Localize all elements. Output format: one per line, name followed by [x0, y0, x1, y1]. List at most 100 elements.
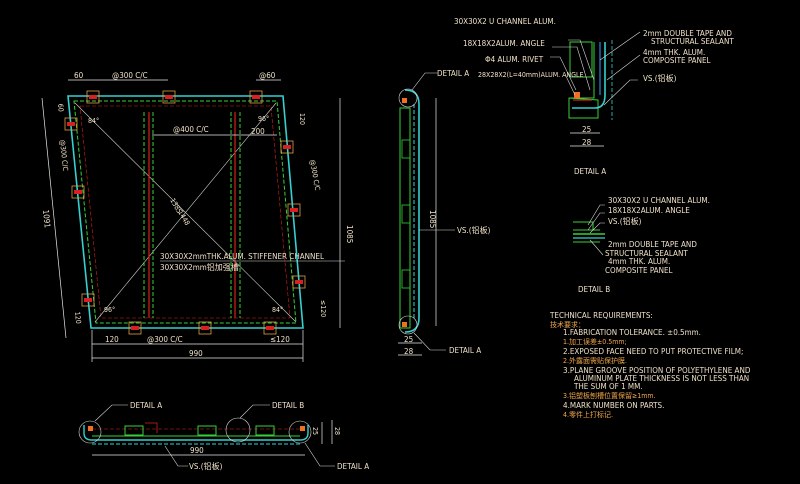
side-dim-25: 25	[404, 335, 413, 344]
detail-a-dim-25: 25	[582, 125, 591, 134]
tech-req-line-4: 4.MARK NUMBER ON PARTS.	[563, 401, 664, 410]
side-detail-a-bottom: DETAIL A	[449, 346, 481, 355]
bracket-clip	[280, 140, 294, 154]
dim-left-60: 60	[56, 103, 65, 112]
detail-a-tape-2: STRUCTURAL SEALANT	[651, 37, 734, 46]
brackets	[64, 90, 306, 335]
angle-bl: 96°	[104, 306, 115, 314]
bracket-clip	[71, 185, 85, 199]
tech-req-line-2: 2.EXPOSED FACE NEED TO PUT PROTECTIVE FI…	[563, 347, 743, 356]
detail-b-tape-2: STRUCTURAL SEALANT	[605, 249, 688, 258]
detail-b-label-angle: 18X18X2ALUM. ANGLE	[608, 206, 690, 215]
bracket-clip	[162, 90, 176, 104]
diagonal-2	[94, 102, 277, 323]
tech-req-line-1: 1.FABRICATION TOLERANCE. ±0.5mm.	[563, 328, 701, 337]
tech-req-line-4-cn: 4.零件上打标记.	[563, 410, 613, 419]
dim-top-spacing: @300 C/C	[112, 71, 148, 80]
detail-a-label-channel: 30X30X2 U CHANNEL ALUM.	[454, 17, 556, 26]
panel-outline	[67, 95, 304, 329]
bracket-rivet	[295, 280, 303, 284]
detail-b-panel-2: COMPOSITE PANEL	[605, 266, 673, 275]
detail-b-title: DETAIL B	[578, 285, 610, 294]
tech-req-title-cn: 技术要求：	[550, 320, 585, 329]
stiffener-left	[143, 112, 154, 318]
detail-a-tape-1: 2mm DOUBLE TAPE AND	[643, 29, 732, 38]
dim-width-990: 990	[189, 349, 203, 358]
detail-a-title: DETAIL A	[574, 167, 606, 176]
dim-right-120: 120	[298, 113, 306, 125]
dim-bottom-120-right: ≤120	[270, 335, 290, 344]
plan-width-990: 990	[190, 446, 204, 455]
dim-bottom-120: 120	[105, 335, 119, 344]
bracket-rivet	[283, 145, 291, 149]
angle-tr: 96°	[258, 115, 269, 123]
dim-top-60: 60	[74, 71, 84, 80]
diag-label-2: 1448	[176, 209, 191, 227]
bracket-rivet	[89, 95, 97, 99]
plan-view: DETAIL A DETAIL B DETAIL A 990 VS.(铝板) 2…	[78, 401, 369, 471]
detail-b: 30X30X2 U CHANNEL ALUM. 18X18X2ALUM. ANG…	[573, 196, 710, 294]
tech-req-line-3b: ALUMINUM PLATE THICKNESS IS NOT LESS THA…	[574, 374, 749, 383]
plan-detail-a-right: DETAIL A	[337, 462, 369, 471]
tech-req-line-1-cn: 1.加工误差±0.5mm;	[563, 337, 627, 346]
frame-outline	[73, 100, 297, 324]
angle-br: 84°	[272, 306, 283, 314]
bracket-rivet	[131, 326, 139, 330]
tech-req-line-3: 3.PLANE GROOVE POSITION OF POLYETHYLENE …	[563, 366, 751, 375]
dim-left-1091: 1091	[41, 209, 52, 228]
detail-a: 30X30X2 U CHANNEL ALUM. 18X18X2ALUM. ANG…	[454, 17, 734, 176]
bracket-rivet	[201, 326, 209, 330]
dim-200: 200	[251, 127, 265, 136]
bracket-clip	[86, 90, 100, 104]
bracket-clip	[292, 275, 306, 289]
stiffener-label-cn: 30X30X2mm铝加强槽	[160, 262, 239, 272]
bracket-clip	[263, 321, 277, 335]
bracket-rivet	[165, 95, 173, 99]
detail-a-panel-2: COMPOSITE PANEL	[643, 56, 711, 65]
dim-height-1085: 1085	[345, 225, 354, 243]
detail-a-vs: VS.(铝板)	[643, 73, 677, 83]
detail-a-label-angle: 18X18X2ALUM. ANGLE	[463, 39, 545, 48]
plan-vs-label: VS.(铝板)	[189, 461, 223, 471]
stiffener-spacing: @400 C/C	[173, 125, 209, 134]
tech-req-line-3-cn: 3.铝塑板刨槽位置保留≥1mm.	[563, 391, 656, 400]
bracket-rivet	[74, 190, 82, 194]
bracket-clip	[81, 293, 95, 307]
bracket-clip	[128, 321, 142, 335]
side-view: 1085 VS.(铝板) DETAIL A 25 28 DETAIL A	[398, 69, 491, 356]
panel-elevation: 60 @300 C/C @60 @400 C/C 200 1085 120 @3…	[41, 71, 354, 362]
bracket-rivet	[84, 298, 92, 302]
side-height-1085: 1085	[428, 210, 437, 228]
dim-top-60-right: @60	[259, 71, 276, 80]
detail-b-label-channel: 30X30X2 U CHANNEL ALUM.	[608, 196, 710, 205]
dim-left-120: 120	[73, 311, 82, 324]
plan-dim-25: 25	[311, 427, 319, 435]
stiffener-right	[230, 112, 241, 318]
side-detail-a-top: DETAIL A	[437, 69, 469, 78]
technical-requirements: TECHNICAL REQUIREMENTS: 技术要求： 1.FABRICAT…	[549, 311, 751, 419]
detail-b-panel-1: 4mm THK. ALUM.	[608, 257, 670, 266]
detail-a-label-rivet: Φ4 ALUM. RIVET	[485, 55, 544, 64]
bracket-clip	[249, 90, 263, 104]
bracket-rivet	[290, 208, 298, 212]
stiffener-label-en: 30X30X2mmTHK.ALUM. STIFFENER CHANNEL	[160, 252, 324, 261]
side-dim-28: 28	[404, 347, 414, 356]
detail-a-label-angle-28: 28X28X2(L=40mm)ALUM. ANGLE	[478, 71, 584, 79]
tech-req-line-2-cn: 2.外露面需贴保护膜.	[563, 356, 627, 365]
dim-right-bottom: ≤120	[319, 300, 327, 317]
detail-a-dim-28: 28	[582, 138, 592, 147]
detail-b-label-vs: VS.(铝板)	[608, 216, 642, 226]
dim-right-spacing: @300 C/C	[308, 159, 321, 192]
plan-detail-b: DETAIL B	[272, 401, 304, 410]
dim-bottom-spacing: @300 C/C	[147, 335, 183, 344]
bracket-rivet	[266, 326, 274, 330]
bracket-clip	[64, 117, 78, 131]
inner-outline	[79, 105, 291, 319]
plan-detail-a-left: DETAIL A	[130, 401, 162, 410]
bracket-clip	[287, 203, 301, 217]
bracket-rivet	[252, 95, 260, 99]
angle-tl: 84°	[88, 117, 99, 125]
dim-left-spacing: @300 C/C	[58, 139, 69, 171]
detail-a-panel-1: 4mm THK. ALUM.	[643, 48, 705, 57]
